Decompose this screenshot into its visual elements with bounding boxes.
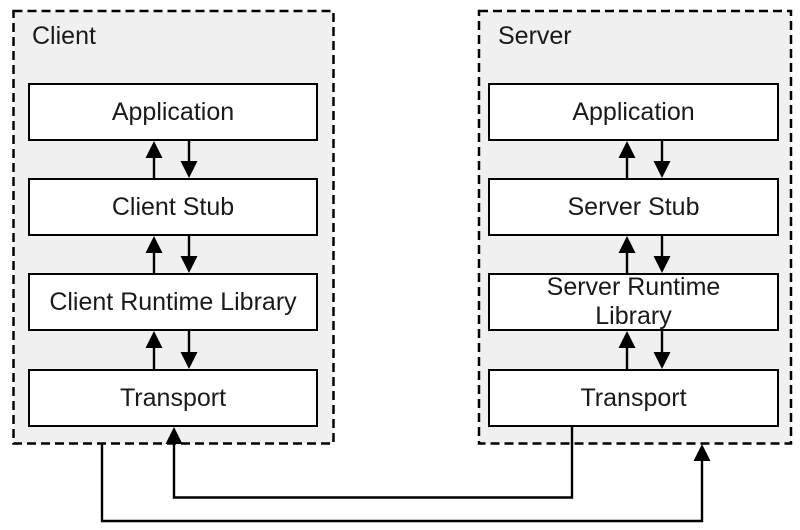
server-runtime-library-box: Server Runtime Library [488, 273, 779, 331]
client-runtime-transport-arrows [145, 330, 198, 370]
up-arrowhead-icon [145, 331, 163, 348]
up-arrowhead-icon [693, 444, 711, 461]
client-to-server-connector [100, 443, 711, 523]
down-arrowhead-icon [653, 161, 671, 178]
server-transport-label: Transport [580, 383, 687, 412]
client-stub-runtime-arrows [145, 235, 198, 274]
client-transport-label: Transport [119, 383, 227, 412]
client-application-box: Application [28, 83, 318, 141]
server-application-label: Application [572, 97, 695, 126]
server-transport-box: Transport [488, 369, 779, 427]
down-arrowhead-icon [180, 161, 198, 178]
down-arrowhead-icon [180, 256, 198, 273]
server-panel-title: Server [498, 22, 572, 50]
server-app-stub-arrows [618, 140, 671, 179]
client-stub-box: Client Stub [28, 178, 318, 236]
up-arrowhead-icon [145, 141, 163, 158]
up-arrowhead-icon [618, 331, 636, 348]
up-arrowhead-icon [618, 141, 636, 158]
up-arrowhead-icon [618, 236, 636, 253]
server-stub-label: Server Stub [567, 192, 700, 221]
client-runtime-library-box: Client Runtime Library [28, 273, 318, 331]
client-stub-label: Client Stub [111, 192, 235, 221]
client-panel-title: Client [32, 22, 96, 50]
up-arrowhead-icon [165, 427, 183, 444]
server-stub-runtime-arrows [618, 235, 671, 274]
down-arrowhead-icon [653, 352, 671, 369]
server-runtime-library-label: Server Runtime Library [546, 273, 721, 330]
down-arrowhead-icon [653, 256, 671, 273]
server-runtime-transport-arrows [618, 330, 671, 370]
server-application-box: Application [488, 83, 779, 141]
down-arrowhead-icon [180, 352, 198, 369]
client-runtime-library-label: Client Runtime Library [49, 287, 297, 316]
up-arrowhead-icon [145, 236, 163, 253]
client-application-label: Application [111, 97, 235, 126]
client-app-stub-arrows [145, 140, 198, 179]
client-transport-box: Transport [28, 369, 318, 427]
server-to-client-connector [165, 427, 574, 499]
server-stub-box: Server Stub [488, 178, 779, 236]
